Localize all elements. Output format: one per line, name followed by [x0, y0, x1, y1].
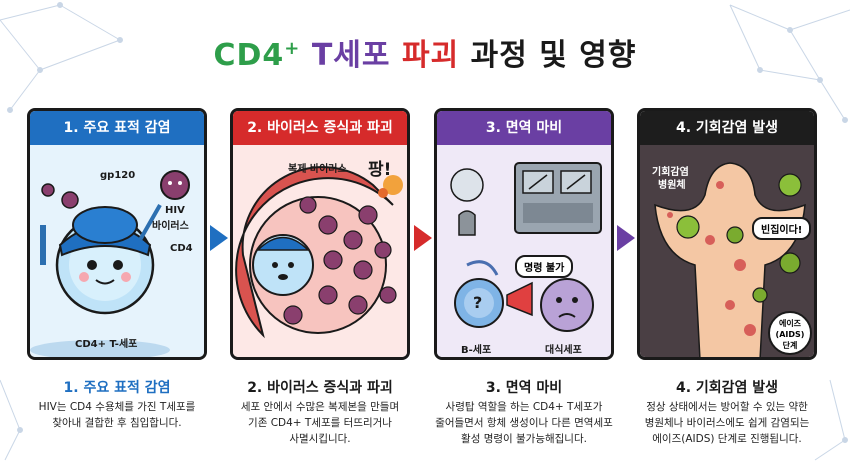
caption-title-2: 2. 바이러스 증식과 파괴 [247, 380, 393, 396]
panel-virus-replication: 2. 바이러스 증식과 파괴 복제 바이러스 팡! [230, 108, 410, 360]
arrow-1-to-2 [210, 225, 228, 251]
label-pop: 팡! [368, 160, 392, 180]
panel-opportunistic-infection: 4. 기회감염 발생 기회감염 병원체 빈집이다! 에이즈 (AIDS) 단계 [637, 108, 817, 360]
panel-target-infection: 1. 주요 표적 감염 gp120 HIV 바이러스 CD4 CD4+ T-세포 [27, 108, 207, 360]
tcell-virus-illustration [30, 170, 190, 357]
no-command-badge: 명령 불가 [515, 255, 574, 278]
title-cd4: CD4 [213, 38, 285, 73]
question-mark: ? [473, 293, 483, 312]
label-pathogen-1: 기회감염 [652, 167, 689, 178]
aids-line-1: 에이즈 [778, 319, 802, 328]
label-hiv: HIV [165, 205, 185, 216]
aids-line-2: (AIDS) [775, 330, 805, 339]
arrow-3-to-4 [617, 225, 635, 251]
caption-text-4: 정상 상태에서는 방어할 수 있는 약한 병원체나 바이러스에도 쉽게 감염되는… [627, 399, 827, 447]
label-cd4: CD4 [170, 243, 193, 254]
caption-title-1: 1. 주요 표적 감염 [63, 380, 171, 396]
panel-1-header: 1. 주요 표적 감염 [30, 111, 204, 148]
caption-3-line-1: 사령탑 역할을 하는 CD4+ T세포가 [445, 401, 603, 413]
caption-title-4: 4. 기회감염 발생 [675, 380, 779, 396]
label-copies: 복제 바이러스 [288, 164, 347, 175]
panel-2-illustration: 복제 바이러스 팡! [233, 145, 407, 357]
label-macrophage: 대식세포 [545, 345, 582, 356]
label-pathogen-2: 병원체 [658, 180, 686, 191]
caption-text-3: 사령탑 역할을 하는 CD4+ T세포가 줄어들면서 항체 생성이나 다른 면역… [424, 399, 624, 447]
aids-stage-badge: 에이즈 (AIDS) 단계 [768, 311, 812, 355]
label-bcell: B-세포 [461, 345, 492, 356]
caption-title-3: 3. 면역 마비 [485, 380, 563, 396]
title-cell: 세포 [333, 38, 391, 73]
caption-text-2: 세포 안에서 수많은 복제본을 만들며 기존 CD4+ T세포를 터뜨리거나 사… [220, 399, 420, 447]
panel-3-header: 3. 면역 마비 [437, 111, 611, 148]
caption-3-line-2: 줄어들면서 항체 생성이나 다른 면역세포 [435, 417, 613, 429]
label-tcell: CD4+ T-세포 [75, 339, 138, 350]
caption-4-line-2: 병원체나 바이러스에도 쉽게 감염되는 [644, 417, 810, 429]
broken-command-illustration [450, 162, 602, 332]
caption-4-line-3: 에이즈(AIDS) 단계로 진행됩니다. [652, 433, 802, 445]
caption-3-line-3: 활성 명령이 불가능해집니다. [461, 433, 587, 445]
empty-house-bubble: 빈집이다! [752, 217, 812, 240]
caption-text-1: HIV는 CD4 수용체를 가진 T세포를 찾아내 결합한 후 침입합니다. [17, 399, 217, 431]
panel-2-header: 2. 바이러스 증식과 파괴 [233, 111, 407, 148]
caption-1-line-1: HIV는 CD4 수용체를 가진 T세포를 [38, 401, 196, 413]
caption-2-line-3: 사멸시킵니다. [289, 433, 351, 445]
panel-4-header: 4. 기회감염 발생 [640, 111, 814, 148]
label-gp120: gp120 [100, 170, 136, 181]
title-destroy: 파괴 [390, 38, 460, 73]
label-virus: 바이러스 [152, 221, 189, 232]
aids-line-3: 단계 [782, 341, 798, 350]
burst-cell-illustration [235, 166, 403, 339]
caption-2-line-2: 기존 CD4+ T세포를 터뜨리거나 [248, 417, 392, 429]
caption-4-line-1: 정상 상태에서는 방어할 수 있는 약한 [646, 401, 808, 413]
arrow-2-to-3 [414, 225, 432, 251]
panel-immune-paralysis: 3. 면역 마비 명령 불가 ? B-세포 대식세포 [434, 108, 614, 360]
page-title: CD4+ T세포 파괴 과정 및 영향 [0, 30, 850, 74]
panel-4-illustration: 기회감염 병원체 빈집이다! 에이즈 (AIDS) 단계 [640, 145, 814, 357]
panel-1-illustration: gp120 HIV 바이러스 CD4 CD4+ T-세포 [30, 145, 204, 357]
title-plus: + [284, 38, 301, 59]
caption-1-line-2: 찾아내 결합한 후 침입합니다. [52, 417, 182, 429]
panel-3-illustration: 명령 불가 ? B-세포 대식세포 [437, 145, 611, 357]
title-t: T [300, 38, 334, 73]
caption-2-line-1: 세포 안에서 수많은 복제본을 만들며 [240, 401, 400, 413]
title-rest: 과정 및 영향 [459, 38, 637, 73]
